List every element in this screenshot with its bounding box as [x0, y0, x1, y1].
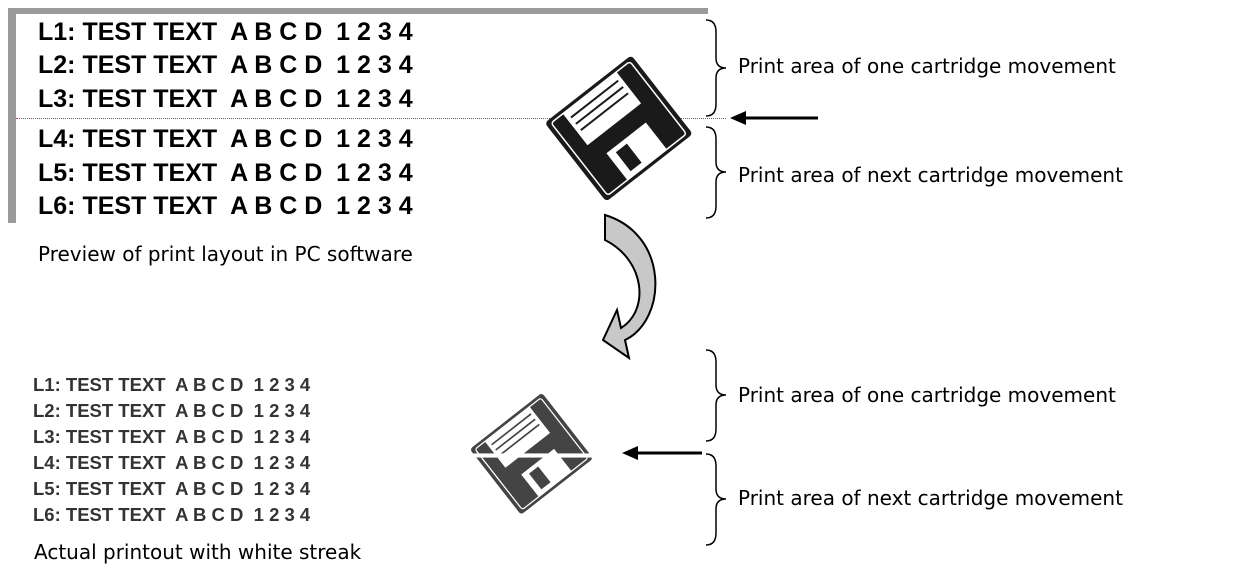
actual-line-3: L3: TEST TEXT A B C D 1 2 3 4 [33, 426, 311, 447]
preview-line-4: L4: TEST TEXT A B C D 1 2 3 4 [38, 125, 413, 153]
actual-annotation-top: Print area of one cartridge movement [738, 383, 1116, 407]
actual-line-5: L5: TEST TEXT A B C D 1 2 3 4 [33, 478, 311, 499]
actual-line-1: L1: TEST TEXT A B C D 1 2 3 4 [33, 374, 311, 395]
actual-line-2: L2: TEST TEXT A B C D 1 2 3 4 [33, 400, 311, 421]
preview-caption: Preview of print layout in PC software [38, 242, 413, 266]
left-arrow-icon [730, 111, 818, 125]
right-brace-icon [705, 126, 727, 219]
right-brace-icon [705, 453, 727, 546]
preview-line-5: L5: TEST TEXT A B C D 1 2 3 4 [38, 159, 413, 187]
preview-annotation-top: Print area of one cartridge movement [738, 54, 1116, 78]
preview-line-2: L2: TEST TEXT A B C D 1 2 3 4 [38, 51, 413, 79]
actual-line-4: L4: TEST TEXT A B C D 1 2 3 4 [33, 452, 311, 473]
cartridge-boundary-line [16, 118, 726, 119]
floppy-disk-icon [470, 394, 595, 514]
preview-line-3: L3: TEST TEXT A B C D 1 2 3 4 [38, 85, 413, 113]
preview-annotation-bottom: Print area of next cartridge movement [738, 163, 1123, 187]
actual-annotation-bottom: Print area of next cartridge movement [738, 486, 1123, 510]
floppy-disk-icon [546, 56, 692, 201]
actual-caption: Actual printout with white streak [34, 540, 362, 564]
actual-line-6: L6: TEST TEXT A B C D 1 2 3 4 [33, 504, 311, 525]
right-brace-icon [705, 19, 727, 117]
preview-line-1: L1: TEST TEXT A B C D 1 2 3 4 [38, 18, 413, 46]
right-brace-icon [705, 349, 727, 442]
preview-line-6: L6: TEST TEXT A B C D 1 2 3 4 [38, 192, 413, 220]
left-arrow-icon [622, 446, 702, 460]
curved-down-arrow-icon [601, 213, 657, 361]
